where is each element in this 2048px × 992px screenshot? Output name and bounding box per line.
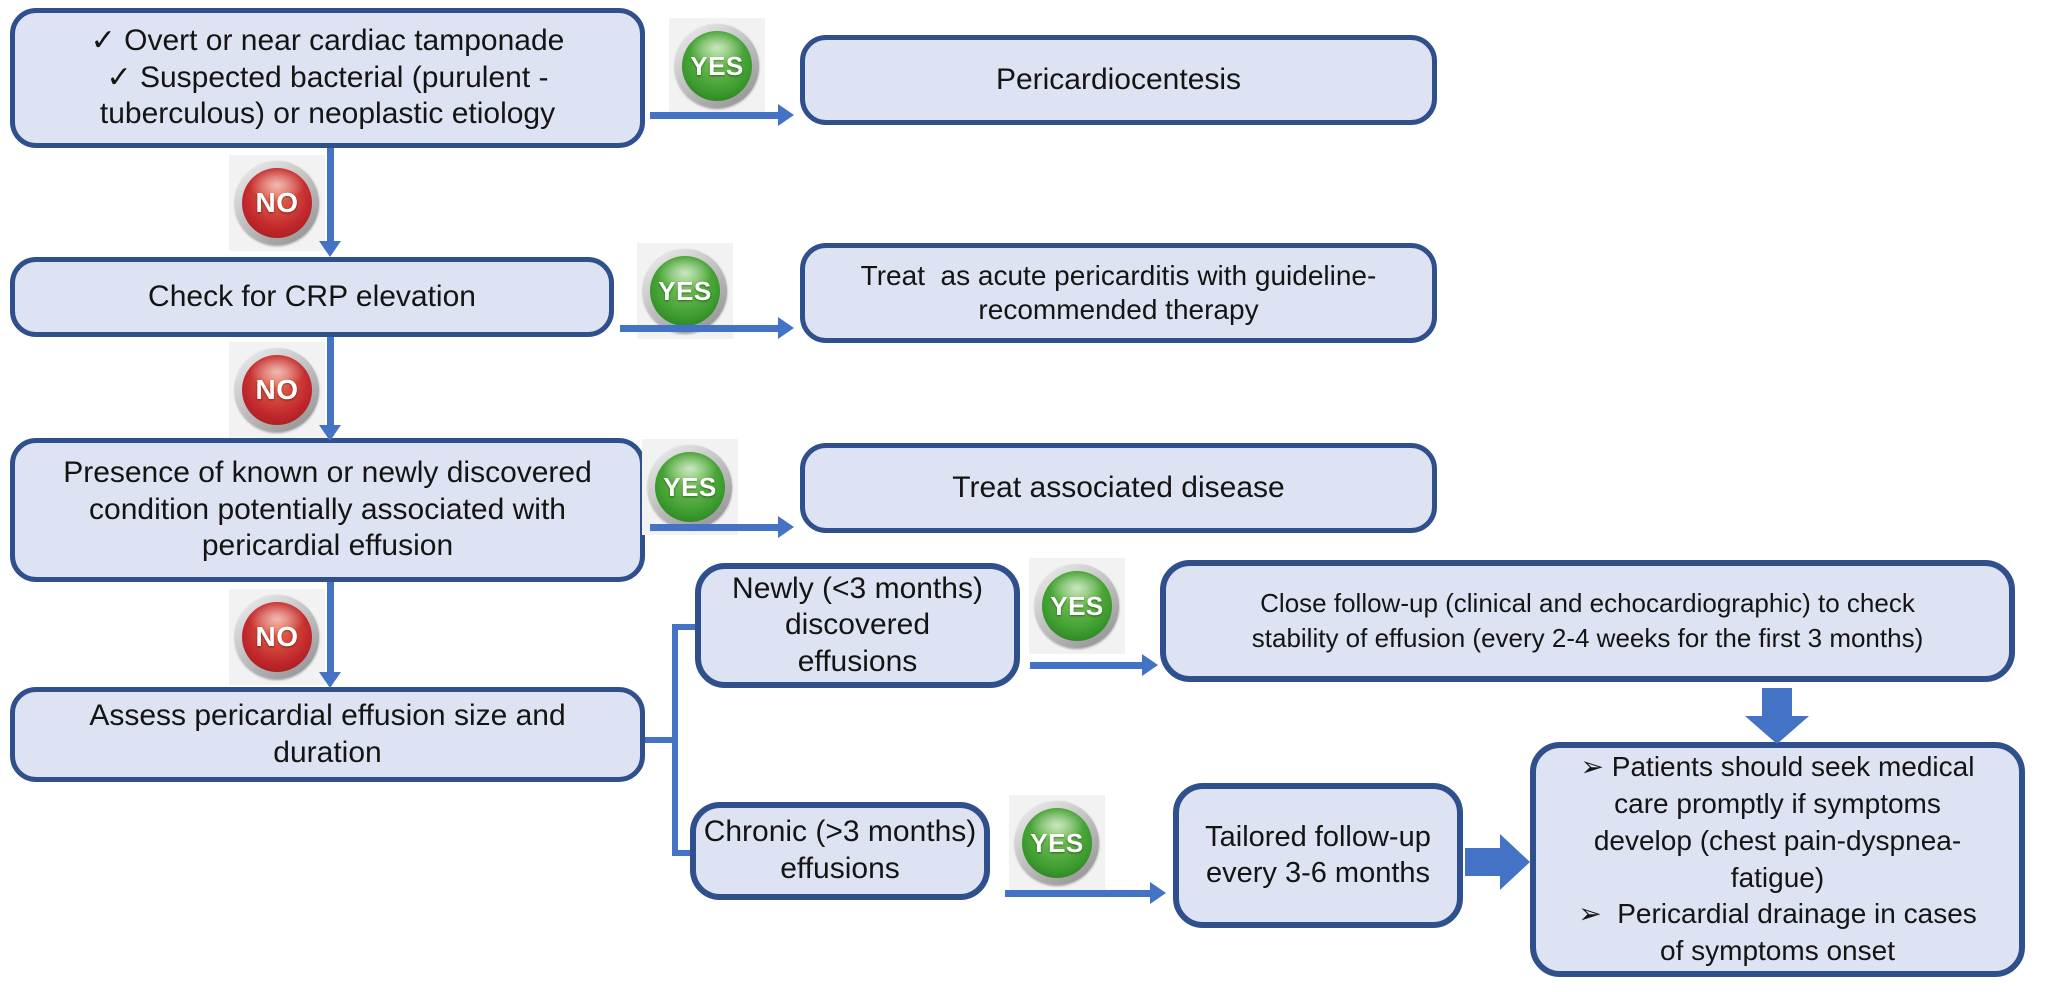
yes-badge-label: YES: [690, 50, 744, 81]
branch-connector-top-stub: [676, 624, 695, 630]
yes-icon: YES: [1015, 801, 1099, 885]
yes-arrow-right-1: [650, 112, 778, 119]
node-close-text: Close follow-up (clinical and echocardio…: [1251, 587, 1924, 653]
no-badge-2: NO: [229, 342, 325, 438]
node-condition-text: Presence of known or newly discovered co…: [63, 456, 592, 563]
yes-badge-label: YES: [1030, 827, 1084, 858]
arrowhead-right-icon: [1142, 654, 1158, 676]
no-icon: NO: [235, 348, 319, 432]
yes-icon: YES: [648, 445, 732, 529]
node-tamponade-text: ✓ Overt or near cardiac tamponade ✓ Susp…: [90, 24, 565, 131]
yes-badge-1: YES: [669, 18, 765, 114]
yes-badge-3: YES: [642, 439, 738, 535]
node-tailored-text: Tailored follow-up every 3-6 months: [1205, 821, 1431, 889]
node-associated-text: Treat associated disease: [952, 470, 1285, 504]
no-badge-1: NO: [229, 155, 325, 251]
arrowhead-right-icon: [778, 516, 794, 538]
node-acute-pericarditis-treatment: Treat as acute pericarditis with guideli…: [800, 243, 1437, 343]
node-assess-text: Assess pericardial effusion size and dur…: [89, 698, 566, 769]
branch-connector-vertical: [672, 624, 678, 856]
block-arrow-down: [1762, 688, 1792, 716]
node-chronic-effusions: Chronic (>3 months) effusions: [690, 802, 990, 900]
yes-arrow-right-5: [1005, 890, 1150, 897]
node-tailored-followup: Tailored follow-up every 3-6 months: [1173, 783, 1463, 928]
no-badge-3: NO: [229, 589, 325, 685]
arrowhead-right-icon: [1150, 882, 1166, 904]
yes-icon: YES: [1035, 564, 1119, 648]
no-badge-label: NO: [255, 374, 299, 405]
branch-connector-bottom-stub: [676, 850, 690, 856]
branch-connector-stub: [645, 737, 672, 743]
node-crp-text: Check for CRP elevation: [148, 279, 476, 313]
yes-badge-label: YES: [663, 471, 717, 502]
no-arrow-down-3: [327, 582, 334, 672]
arrowhead-down-icon: [319, 425, 341, 441]
arrowhead-down-icon: [319, 241, 341, 257]
yes-arrow-right-3: [650, 524, 778, 531]
node-associated-condition: Presence of known or newly discovered co…: [10, 438, 645, 582]
no-icon: NO: [235, 161, 319, 245]
node-acute-text: Treat as acute pericarditis with guideli…: [860, 259, 1377, 325]
node-treat-associated-disease: Treat associated disease: [800, 443, 1437, 533]
yes-arrow-right-4: [1030, 662, 1142, 669]
arrowhead-right-icon: [778, 317, 794, 339]
yes-badge-label: YES: [658, 275, 712, 306]
no-icon: NO: [235, 595, 319, 679]
node-patient-advice: ➢ Patients should seek medical care prom…: [1530, 742, 2025, 977]
node-pericardiocentesis: Pericardiocentesis: [800, 35, 1437, 125]
block-arrow-right: [1465, 848, 1500, 876]
no-badge-label: NO: [255, 187, 299, 218]
node-newly-discovered-effusions: Newly (<3 months) discovered effusions: [695, 563, 1020, 688]
no-arrow-down-1: [327, 148, 334, 241]
node-crp-check: Check for CRP elevation: [10, 257, 614, 337]
yes-badge-5: YES: [1009, 795, 1105, 891]
node-close-followup: Close follow-up (clinical and echocardio…: [1160, 560, 2015, 682]
node-assess-effusion: Assess pericardial effusion size and dur…: [10, 687, 645, 782]
yes-icon: YES: [643, 249, 727, 333]
node-advice-text: ➢ Patients should seek medical care prom…: [1578, 750, 1977, 967]
block-arrow-down-head-icon: [1745, 716, 1809, 744]
yes-badge-label: YES: [1050, 590, 1104, 621]
yes-badge-4: YES: [1029, 558, 1125, 654]
node-pericardiocentesis-text: Pericardiocentesis: [995, 62, 1242, 96]
block-arrow-right-head-icon: [1500, 834, 1530, 890]
node-tamponade-criteria: ✓ Overt or near cardiac tamponade ✓ Susp…: [10, 8, 645, 148]
yes-arrow-right-2: [620, 325, 778, 332]
node-chronic-text: Chronic (>3 months) effusions: [703, 815, 977, 885]
yes-icon: YES: [675, 24, 759, 108]
arrowhead-down-icon: [319, 672, 341, 688]
yes-badge-2: YES: [637, 243, 733, 339]
arrowhead-right-icon: [778, 104, 794, 126]
no-badge-label: NO: [255, 621, 299, 652]
no-arrow-down-2: [327, 337, 334, 425]
node-newly-text: Newly (<3 months) discovered effusions: [732, 571, 983, 678]
